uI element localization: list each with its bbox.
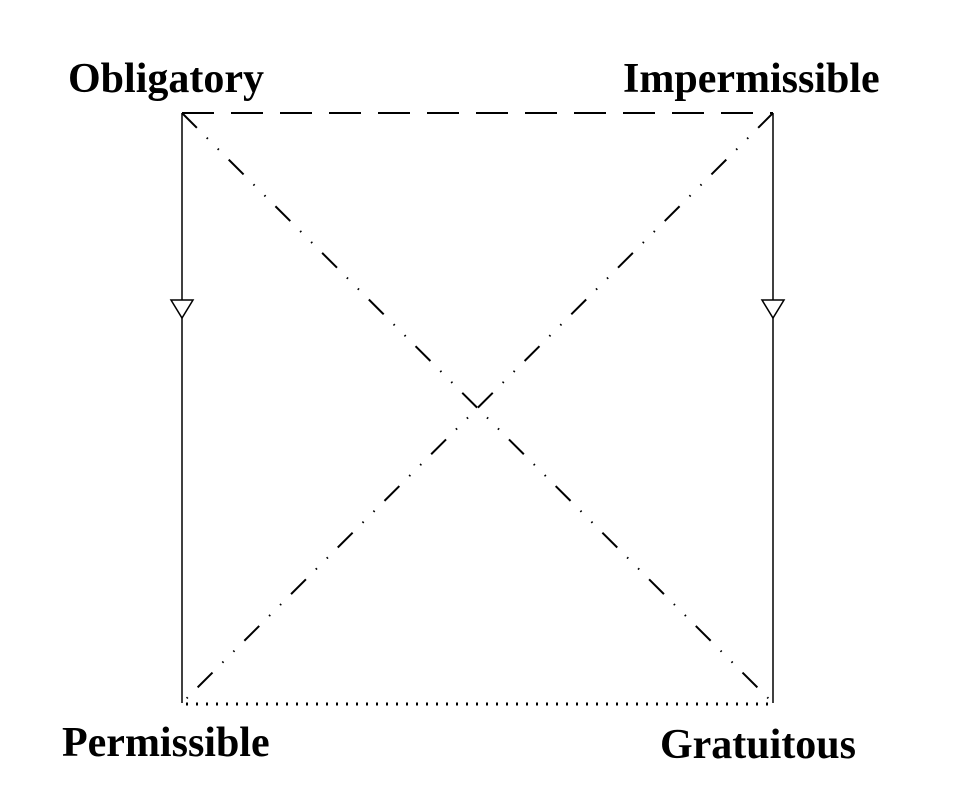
edge-diagonal-contradictory-1: [181, 112, 774, 704]
label-permissible: Permissible: [62, 720, 270, 766]
label-gratuitous: Gratuitous: [660, 722, 856, 768]
label-obligatory: Obligatory: [68, 56, 264, 102]
arrowhead-right-icon: [760, 299, 786, 320]
label-impermissible: Impermissible: [623, 56, 880, 102]
arrowhead-left-icon: [169, 299, 195, 320]
edge-diagonal-contradictory-2: [181, 112, 774, 704]
